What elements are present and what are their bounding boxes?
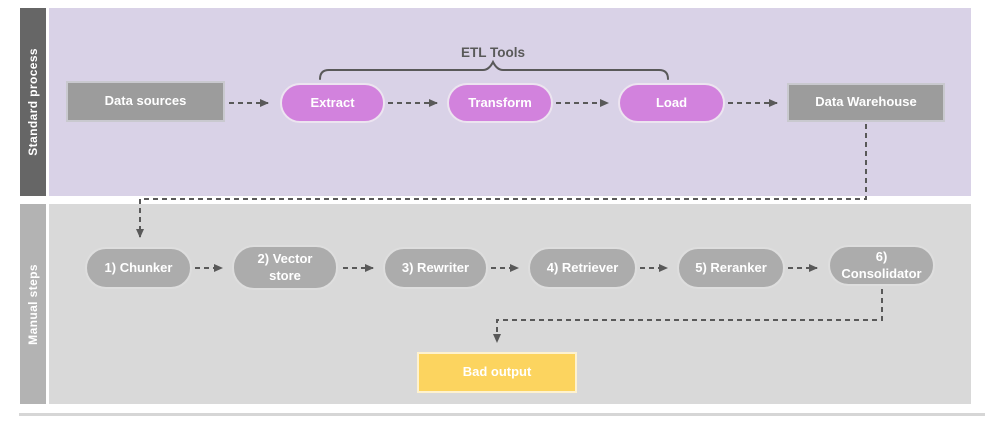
node-extract: Extract	[280, 83, 385, 123]
node-load: Load	[618, 83, 725, 123]
node-retriever-label: 4) Retriever	[546, 259, 619, 275]
node-rewriter: 3) Rewriter	[383, 247, 488, 289]
node-consolidator: 6) Consolidator	[828, 245, 935, 286]
node-rewriter-label: 3) Rewriter	[401, 259, 470, 275]
lane-standard-process-labelbar: Standard process	[20, 8, 46, 196]
lane-manual-steps-labelbar: Manual steps	[20, 204, 46, 404]
node-data-sources: Data sources	[66, 81, 225, 122]
node-vector-store: 2) Vector store	[232, 245, 338, 290]
node-consolidator-label: 6) Consolidator	[841, 249, 922, 281]
node-data-warehouse-label: Data Warehouse	[815, 94, 917, 110]
node-transform: Transform	[447, 83, 553, 123]
node-chunker: 1) Chunker	[85, 247, 192, 289]
node-extract-label: Extract	[310, 94, 355, 110]
lane-standard-process-label: Standard process	[26, 48, 40, 156]
node-transform-label: Transform	[468, 94, 532, 110]
node-reranker-label: 5) Reranker	[695, 259, 767, 275]
bottom-divider	[19, 413, 985, 416]
etl-tools-label: ETL Tools	[461, 45, 525, 60]
node-bad-output-label: Bad output	[462, 364, 532, 380]
node-retriever: 4) Retriever	[528, 247, 637, 289]
node-chunker-label: 1) Chunker	[104, 259, 173, 275]
node-vector-store-label: 2) Vector store	[257, 251, 313, 283]
node-data-sources-label: Data sources	[104, 93, 187, 109]
node-load-label: Load	[655, 94, 688, 110]
lane-manual-steps-label: Manual steps	[26, 263, 40, 345]
node-reranker: 5) Reranker	[677, 247, 785, 289]
node-bad-output: Bad output	[417, 352, 577, 393]
node-data-warehouse: Data Warehouse	[787, 83, 945, 122]
